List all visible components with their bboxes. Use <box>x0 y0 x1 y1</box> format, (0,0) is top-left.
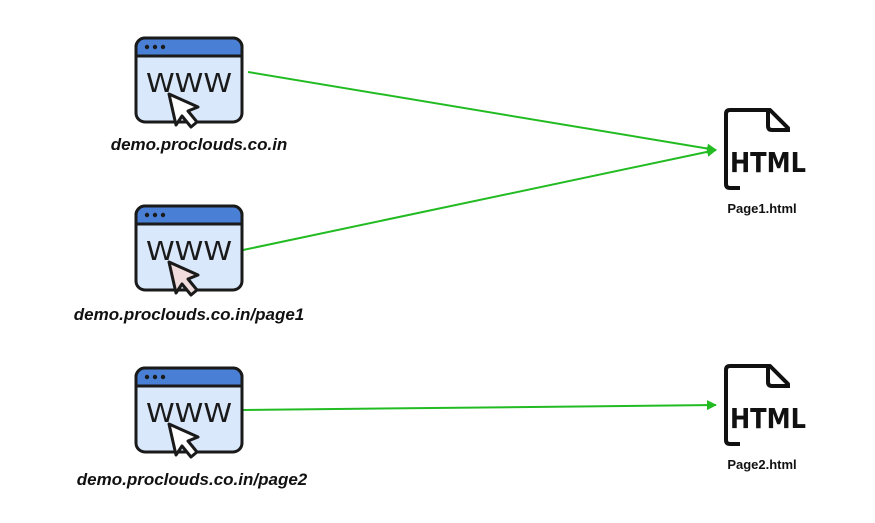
html-file-icon: HTML <box>724 108 806 190</box>
cursor-icon <box>167 92 200 129</box>
html-text: HTML <box>730 402 806 435</box>
browser-www-icon: WWW <box>134 204 244 297</box>
source-label: demo.proclouds.co.in/page1 <box>74 305 304 324</box>
www-text: WWW <box>146 237 232 267</box>
source-node-3: WWW demo.proclouds.co.in/page2 <box>77 366 308 489</box>
source-label: demo.proclouds.co.in <box>111 135 288 154</box>
arrow-src-1-to-tgt-1 <box>247 71 717 154</box>
arrow-src-3-to-tgt-2 <box>242 400 717 411</box>
target-node-1: HTML Page1.html <box>724 108 806 216</box>
target-node-2: HTML Page2.html <box>724 364 806 472</box>
target-label: Page2.html <box>727 457 796 472</box>
cursor-icon <box>167 260 200 297</box>
browser-www-icon: WWW <box>134 366 244 459</box>
target-label: Page1.html <box>727 201 796 216</box>
source-node-2: WWW demo.proclouds.co.in/page1 <box>74 204 304 324</box>
source-node-1: WWW demo.proclouds.co.in <box>111 36 288 154</box>
html-file-icon: HTML <box>724 364 806 446</box>
arrow-src-2-to-tgt-1 <box>242 146 717 251</box>
html-text: HTML <box>730 146 806 179</box>
www-text: WWW <box>146 69 232 99</box>
source-label: demo.proclouds.co.in/page2 <box>77 470 308 489</box>
browser-www-icon: WWW <box>134 36 244 129</box>
cursor-icon <box>167 422 200 459</box>
connections <box>242 71 717 411</box>
www-text: WWW <box>146 399 232 429</box>
